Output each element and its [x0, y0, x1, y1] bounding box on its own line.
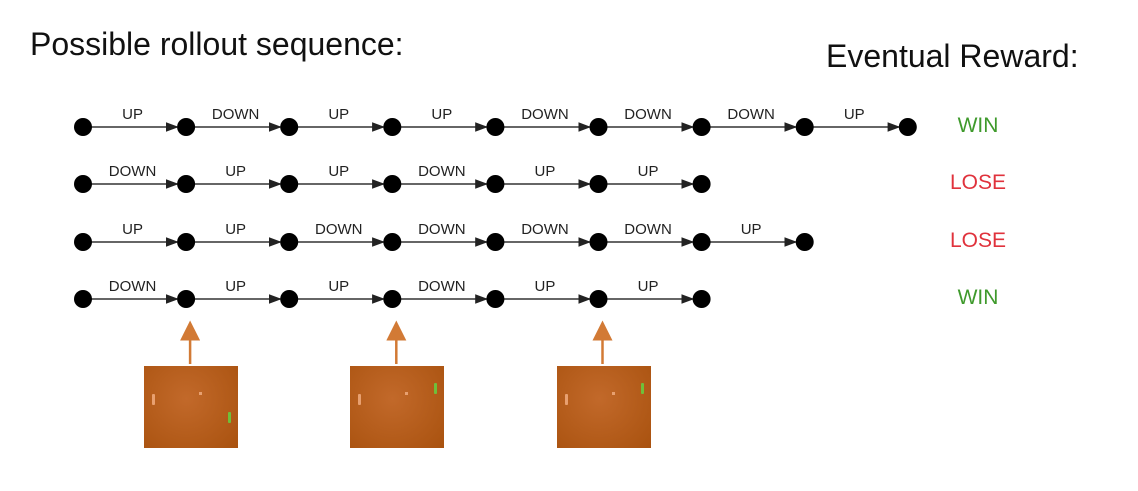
- action-label: UP: [328, 278, 349, 295]
- state-node: [692, 233, 711, 251]
- action-label: DOWN: [212, 106, 260, 123]
- action-label: UP: [328, 163, 349, 180]
- state-node: [280, 290, 299, 308]
- state-node: [692, 290, 711, 308]
- action-label: DOWN: [521, 221, 569, 238]
- right-paddle: [640, 383, 644, 394]
- state-node: [692, 175, 711, 193]
- state-node: [177, 290, 196, 308]
- action-label: UP: [535, 278, 556, 295]
- action-label: UP: [225, 163, 246, 180]
- left-paddle: [358, 394, 362, 405]
- state-node: [589, 175, 608, 193]
- action-label: DOWN: [418, 221, 466, 238]
- action-label: UP: [225, 278, 246, 295]
- rollout-title: Possible rollout sequence:: [30, 26, 404, 62]
- reward-title: Eventual Reward:: [826, 38, 1079, 74]
- state-node: [692, 118, 711, 136]
- action-label: DOWN: [521, 106, 569, 123]
- action-label: DOWN: [418, 278, 466, 295]
- state-node: [486, 118, 505, 136]
- state-node: [280, 233, 299, 251]
- reward-label: LOSE: [949, 171, 1007, 194]
- state-node: [795, 118, 814, 136]
- pong-frame: [556, 366, 651, 448]
- ball: [405, 392, 409, 395]
- left-paddle: [152, 394, 156, 405]
- action-label: UP: [535, 163, 556, 180]
- action-label: UP: [328, 106, 349, 123]
- state-node: [486, 290, 505, 308]
- state-node: [383, 118, 402, 136]
- action-label: UP: [638, 163, 659, 180]
- action-label: DOWN: [315, 221, 363, 238]
- action-label: UP: [431, 106, 452, 123]
- ball: [199, 392, 203, 395]
- ball: [611, 392, 615, 395]
- action-label: UP: [225, 221, 246, 238]
- state-node: [74, 290, 92, 308]
- action-label: UP: [122, 221, 143, 238]
- state-node: [177, 175, 196, 193]
- reward-label: WIN: [957, 114, 999, 137]
- reward-label: LOSE: [949, 229, 1007, 252]
- state-node: [589, 290, 608, 308]
- state-node: [280, 118, 299, 136]
- right-paddle: [434, 383, 438, 394]
- state-node: [280, 175, 299, 193]
- state-node: [383, 233, 402, 251]
- state-node: [589, 233, 608, 251]
- action-label: DOWN: [109, 163, 157, 180]
- pong-frame: [144, 366, 239, 448]
- state-node: [383, 175, 402, 193]
- action-label: DOWN: [418, 163, 466, 180]
- action-label: UP: [844, 106, 865, 123]
- action-label: DOWN: [624, 106, 672, 123]
- right-paddle: [228, 412, 232, 423]
- action-label: UP: [741, 221, 762, 238]
- action-label: UP: [122, 106, 143, 123]
- reward-label: WIN: [957, 286, 999, 309]
- state-node: [795, 233, 814, 251]
- action-label: DOWN: [727, 106, 775, 123]
- state-node: [383, 290, 402, 308]
- state-node: [898, 118, 917, 136]
- pong-frame: [350, 366, 445, 448]
- action-label: DOWN: [109, 278, 157, 295]
- state-node: [74, 233, 92, 251]
- state-node: [177, 118, 196, 136]
- state-node: [486, 233, 505, 251]
- state-node: [589, 118, 608, 136]
- state-node: [74, 118, 92, 136]
- action-label: DOWN: [624, 221, 672, 238]
- action-label: UP: [638, 278, 659, 295]
- state-node: [486, 175, 505, 193]
- state-node: [177, 233, 196, 251]
- state-node: [74, 175, 92, 193]
- left-paddle: [564, 394, 568, 405]
